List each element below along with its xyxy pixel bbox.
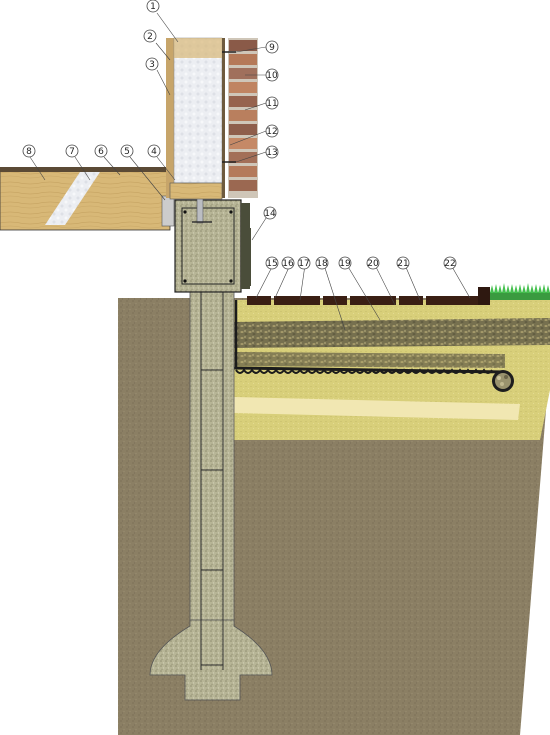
callout-3: 3	[145, 57, 159, 71]
callout-12: 12	[265, 124, 279, 138]
callout-7: 7	[65, 144, 79, 158]
rebar-dot	[183, 210, 187, 214]
callout-1-label: 1	[150, 2, 156, 12]
callout-20: 20	[366, 256, 380, 270]
callout-8-label: 8	[26, 147, 32, 157]
callout-4: 4	[147, 144, 161, 158]
wall-top-plate	[174, 38, 222, 58]
callout-10: 10	[265, 68, 279, 82]
callout-5: 5	[120, 144, 134, 158]
callout-13: 13	[265, 145, 279, 159]
gravel-layer-lower	[234, 352, 505, 368]
gravel-stone	[500, 382, 504, 386]
callout-14: 14	[263, 206, 277, 220]
pile-bell-base	[149, 619, 273, 701]
callout-21: 21	[396, 256, 410, 270]
floor-insulation	[45, 172, 100, 225]
callout-3-label: 3	[149, 60, 155, 70]
callout-1: 1	[146, 0, 160, 13]
callout-15-label: 15	[266, 259, 277, 269]
callout-14-label: 14	[264, 209, 276, 219]
drain-pipe-gravel	[495, 373, 511, 389]
callout-4-label: 4	[151, 147, 157, 157]
callout-2: 2	[143, 29, 157, 43]
callout-15: 15	[265, 256, 279, 270]
grass	[490, 283, 550, 300]
plinth-block	[241, 228, 251, 286]
callout-11: 11	[265, 96, 279, 110]
sill-connector	[161, 195, 175, 227]
callout-22-label: 22	[444, 259, 455, 269]
brick-cladding	[228, 38, 258, 198]
callout-18-label: 18	[316, 259, 328, 269]
membrane-dimples	[235, 368, 493, 374]
callout-19: 19	[338, 256, 352, 270]
callout-2-label: 2	[147, 32, 153, 42]
beam-rebar-cage	[181, 207, 235, 285]
callout-17-label: 17	[298, 259, 309, 269]
callout-9-label: 9	[269, 43, 275, 53]
callout-11-label: 11	[266, 99, 277, 109]
leader-lines	[29, 12, 471, 331]
sheathing-board	[222, 38, 225, 198]
rebar-dot	[183, 279, 187, 283]
callout-17: 17	[297, 256, 311, 270]
callout-13-label: 13	[266, 148, 277, 158]
wall-insulation	[173, 37, 223, 184]
callout-22: 22	[443, 256, 457, 270]
callout-16: 16	[281, 256, 295, 270]
callout-6-label: 6	[98, 147, 104, 157]
callout-10-label: 10	[266, 71, 278, 81]
callout-19-label: 19	[339, 259, 351, 269]
foundation-beam	[174, 199, 242, 293]
gravel-stone	[504, 375, 508, 379]
callout-21-label: 21	[397, 259, 408, 269]
callout-9: 9	[265, 40, 279, 54]
callout-18: 18	[315, 256, 329, 270]
drain-sand-strip	[234, 397, 520, 420]
callout-5-label: 5	[124, 147, 130, 157]
foundation-pile	[189, 289, 235, 646]
paving-tiles	[247, 287, 490, 305]
gravel-layer-upper	[234, 318, 550, 348]
wall-stud	[166, 38, 174, 198]
callout-6: 6	[94, 144, 108, 158]
floor-board	[0, 167, 170, 172]
pile-rebar	[200, 230, 224, 670]
gravel-stone	[497, 376, 501, 380]
callout-7-label: 7	[69, 147, 75, 157]
wall-bottom-plate	[169, 182, 223, 200]
callout-12-label: 12	[266, 127, 277, 137]
callout-16-label: 16	[282, 259, 294, 269]
rebar-dot	[229, 210, 233, 214]
callout-8: 8	[22, 144, 36, 158]
callout-20-label: 20	[367, 259, 379, 269]
rebar-dot	[229, 279, 233, 283]
